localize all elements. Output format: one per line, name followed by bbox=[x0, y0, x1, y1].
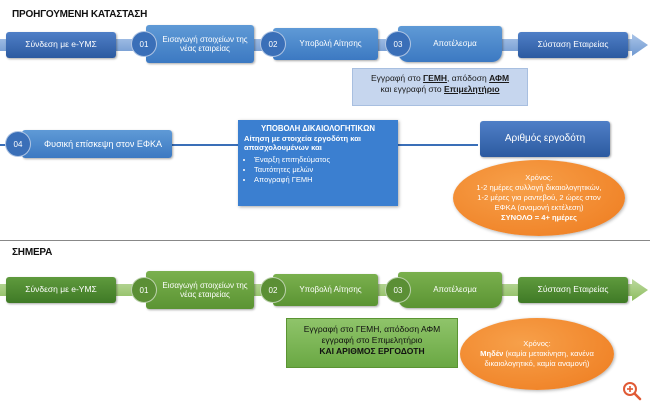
today-time-title: Χρόνος: bbox=[523, 339, 551, 349]
previous-step2-box: Υποβολή Αίτησης bbox=[273, 28, 378, 60]
documents-item: Έναρξη επιτηδεύματος bbox=[254, 155, 392, 165]
previous-step1-box: Εισαγωγή στοιχείων της νέας εταιρείας bbox=[146, 25, 254, 63]
previous-step1-number: 01 bbox=[131, 31, 157, 57]
previous-step3-number: 03 bbox=[385, 31, 411, 57]
previous-time-total: ΣΥΝΟΛΟ = 4+ ημέρες bbox=[501, 212, 577, 222]
zoom-in-icon[interactable] bbox=[621, 380, 643, 402]
previous-final-box: Σύσταση Εταιρείας bbox=[518, 32, 628, 58]
previous-time-body: 1-2 ημέρες συλλογή δικαιολογητικών, 1-2 … bbox=[476, 183, 602, 212]
previous-step2-number: 02 bbox=[260, 31, 286, 57]
today-time-value: Μηδέν bbox=[480, 349, 504, 359]
today-step3-box: Αποτέλεσμα bbox=[398, 272, 502, 308]
documents-box: ΥΠΟΒΟΛΗ ΔΙΚΑΙΟΛΟΓΗΤΙΚΩΝ Αίτηση με στοιχε… bbox=[238, 120, 398, 206]
today-time-ellipse: Χρόνος: Μηδέν (καμία μετακίνηση, κανένα … bbox=[460, 318, 614, 390]
today-step3-number: 03 bbox=[385, 277, 411, 303]
today-result-note: Εγγραφή στο ΓΕΜΗ, απόδοση ΑΦΜ εγγραφή στ… bbox=[286, 318, 458, 368]
previous-step3-box: Αποτέλεσμα bbox=[398, 26, 502, 62]
result-chamber: Επιμελητήριο bbox=[444, 84, 500, 95]
documents-item: Ταυτότητες μελών bbox=[254, 165, 392, 175]
today-step1-box: Εισαγωγή στοιχείων της νέας εταιρείας bbox=[146, 271, 254, 309]
documents-item: Απογραφή ΓΕΜΗ bbox=[254, 175, 392, 185]
today-heading: ΣΗΜΕΡΑ bbox=[12, 247, 53, 258]
previous-login-box: Σύνδεση με e-ΥΜΣ bbox=[6, 32, 116, 58]
today-result-line1: Εγγραφή στο ΓΕΜΗ, απόδοση ΑΦΜ bbox=[303, 324, 441, 334]
today-step1-number: 01 bbox=[131, 277, 157, 303]
step4-box: Φυσική επίσκεψη στον ΕΦΚΑ bbox=[22, 130, 172, 158]
today-login-box: Σύνδεση με e-ΥΜΣ bbox=[6, 277, 116, 303]
documents-list: Έναρξη επιτηδεύματος Ταυτότητες μελών Απ… bbox=[244, 155, 392, 185]
step4-number: 04 bbox=[5, 131, 31, 157]
result-gemh: ΓΕΜΗ bbox=[423, 73, 448, 83]
today-time-body: (καμία μετακίνηση, κανένα δικαιολογητικό… bbox=[484, 349, 594, 368]
result-text-part: και εγγραφή στο bbox=[380, 84, 445, 95]
today-final-box: Σύσταση Εταιρείας bbox=[518, 277, 628, 303]
previous-time-ellipse: Χρόνος: 1-2 ημέρες συλλογή δικαιολογητικ… bbox=[453, 160, 625, 236]
previous-result-note: Εγγραφή στο ΓΕΜΗ, απόδοση ΑΦΜ και εγγραφ… bbox=[352, 68, 528, 106]
documents-title: ΥΠΟΒΟΛΗ ΔΙΚΑΙΟΛΟΓΗΤΙΚΩΝ bbox=[261, 124, 375, 133]
previous-heading: ΠΡΟΗΓΟΥΜΕΝΗ ΚΑΤΑΣΤΑΣΗ bbox=[12, 9, 148, 20]
documents-subtitle: Αίτηση με στοιχεία εργοδότη και απασχολο… bbox=[244, 134, 362, 153]
result-afm: ΑΦΜ bbox=[489, 73, 510, 83]
today-result-line2: εγγραφή στο Επιμελητήριο bbox=[321, 335, 423, 346]
today-result-line3: ΚΑΙ ΑΡΙΘΜΟΣ ΕΡΓΟΔΟΤΗ bbox=[319, 346, 425, 357]
previous-time-title: Χρόνος: bbox=[525, 173, 553, 183]
today-step2-number: 02 bbox=[260, 277, 286, 303]
today-step2-box: Υποβολή Αίτησης bbox=[273, 274, 378, 306]
result-text-part: Εγγραφή στο bbox=[370, 73, 424, 83]
section-divider bbox=[0, 240, 650, 241]
result-text-part: , απόδοση bbox=[447, 73, 490, 83]
employer-number-box: Αριθμός εργοδότη bbox=[480, 121, 610, 157]
